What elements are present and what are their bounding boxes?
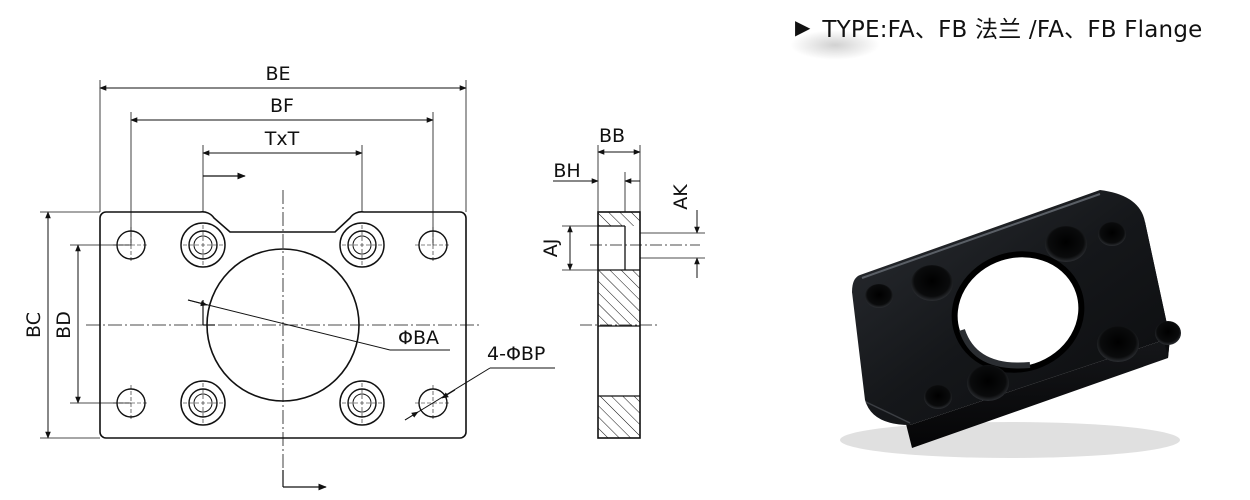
dimension-aj <box>562 225 598 271</box>
label-bd: BD <box>53 311 75 339</box>
label-txt: TxT <box>264 128 300 150</box>
label-bh: BH <box>553 160 580 182</box>
label-bf: BF <box>270 95 294 117</box>
counterbored-hole <box>339 380 385 426</box>
front-view <box>40 80 555 491</box>
dimension-bf <box>130 112 434 245</box>
photo-hole <box>1098 222 1126 246</box>
title-bar: ▶ TYPE:FA、FB 法兰 /FA、FB Flange <box>795 10 1202 44</box>
flange-outline <box>99 211 467 439</box>
dimension-bb <box>597 145 641 212</box>
label-bp: 4-ΦBP <box>487 343 545 365</box>
leader-bp <box>404 367 555 421</box>
title-shadow <box>790 30 880 60</box>
label-ak: AK <box>670 184 692 210</box>
side-view <box>553 145 705 439</box>
photo-hole <box>924 385 952 409</box>
dimension-ak <box>640 210 705 278</box>
dimension-txt <box>202 145 363 212</box>
label-bb: BB <box>599 125 625 147</box>
page-title: TYPE:FA、FB 法兰 /FA、FB Flange <box>822 17 1203 43</box>
section-arrow-bottom <box>282 470 327 491</box>
counterbored-hole <box>180 222 226 268</box>
black-flange-plate-photo <box>840 190 1181 458</box>
section-hatch-upper <box>598 212 640 226</box>
counterbored-hole <box>339 222 385 268</box>
label-aj: AJ <box>540 239 562 258</box>
counterbored-hole <box>180 380 226 426</box>
section-hatch-lower <box>598 396 640 438</box>
plate-side-face <box>852 292 1170 448</box>
photo-hole <box>911 265 953 301</box>
label-bc: BC <box>23 312 45 338</box>
photo-hole <box>1155 321 1181 345</box>
leader-ba <box>187 299 450 351</box>
photo-hole <box>865 284 893 308</box>
play-triangle-icon: ▶ <box>795 15 811 39</box>
label-be: BE <box>265 63 290 85</box>
photo-hole <box>1097 326 1139 362</box>
section-hatch-middle <box>598 270 640 326</box>
dimension-be <box>99 80 467 212</box>
photo-bore <box>951 251 1085 373</box>
dimension-bd <box>70 244 131 404</box>
label-ba: ΦBA <box>398 327 439 349</box>
photo-hole <box>967 365 1009 401</box>
dimension-bc <box>40 211 100 439</box>
dimension-bh <box>553 172 640 212</box>
photo-hole <box>1045 226 1087 262</box>
